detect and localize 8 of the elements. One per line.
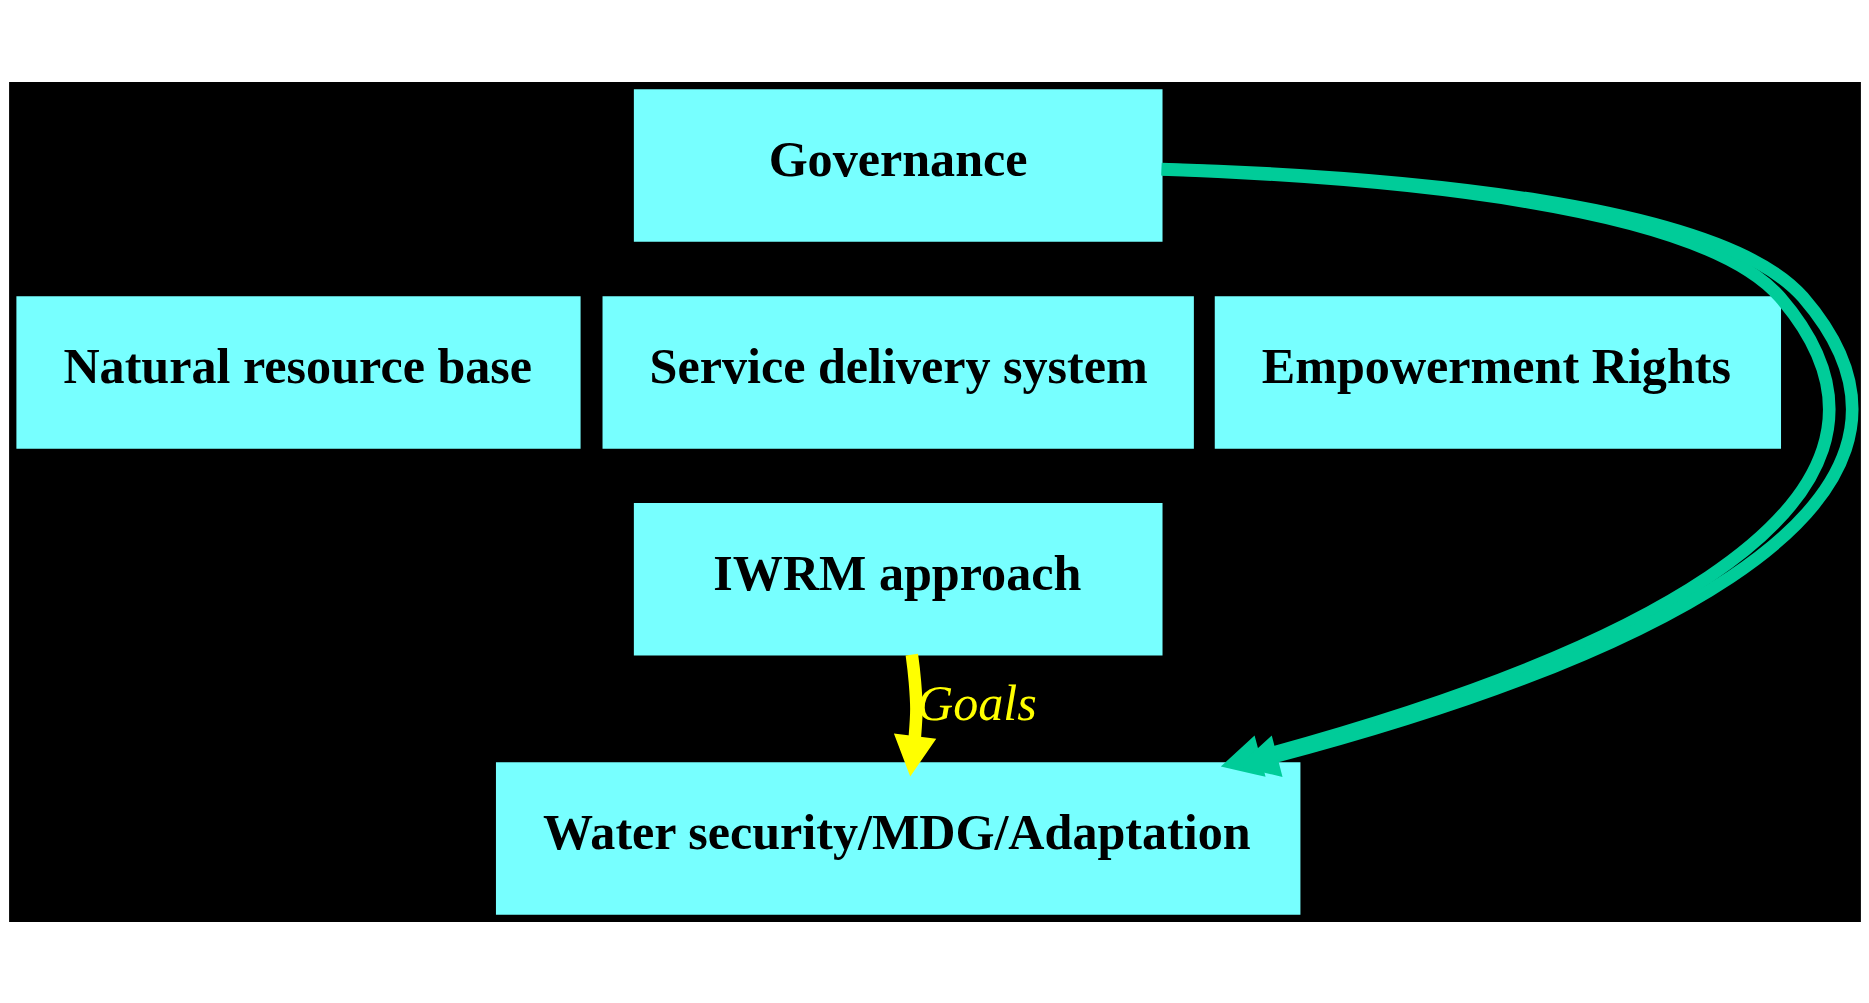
node-box: Governance [633,88,1163,242]
node-box: Service delivery system [602,295,1194,449]
node-box: Natural resource base [15,295,581,449]
node-box: IWRM approach [633,502,1163,656]
edge-label: Goals [916,674,1037,731]
arrow [893,653,936,776]
node-box: Empowerment Rights [1214,295,1781,449]
node-box: Water security/MDG/Adaptation [495,761,1300,915]
